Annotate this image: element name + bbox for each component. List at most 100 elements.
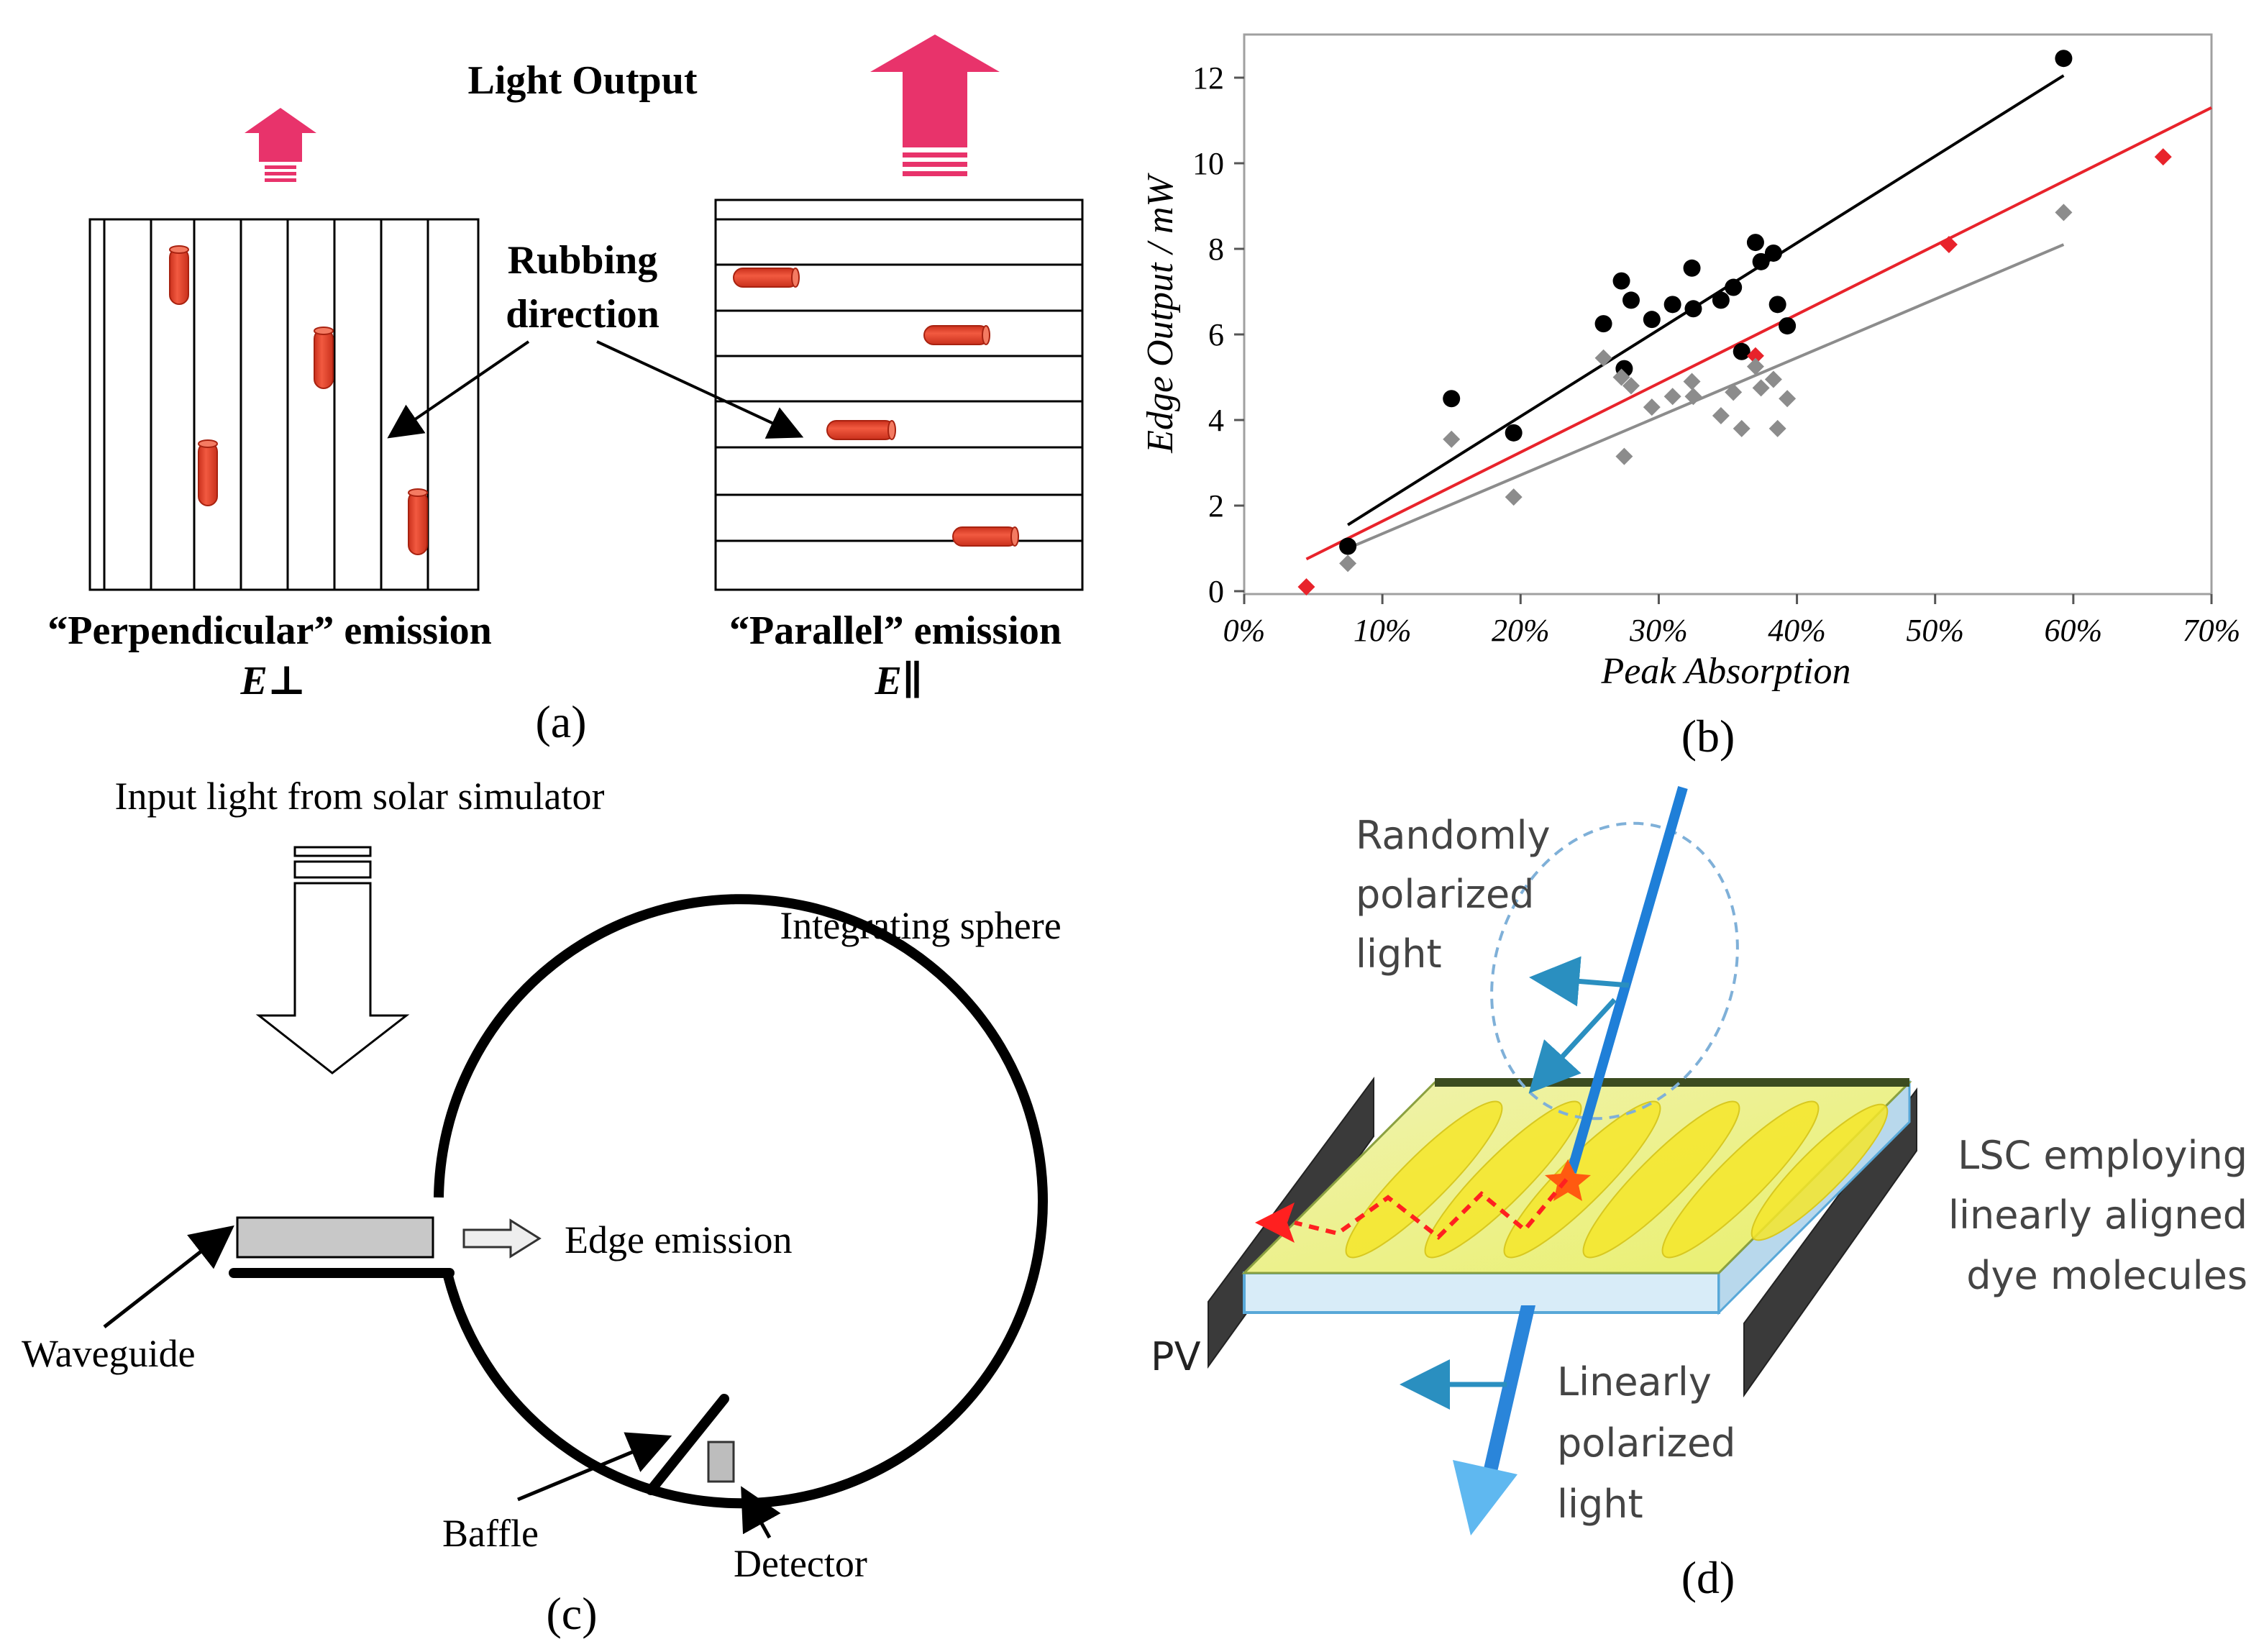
x-tick-label: 70% — [2183, 613, 2241, 648]
data-point — [1725, 383, 1743, 401]
small-output-arrow-icon — [245, 108, 316, 182]
y-axis-label: Edge Output / mW — [1140, 173, 1181, 454]
data-point — [1622, 377, 1640, 395]
random-polarization-ellipse — [1490, 821, 1739, 1121]
data-point — [1746, 234, 1764, 252]
data-point — [1940, 236, 1958, 254]
data-point — [1746, 347, 1764, 365]
fit-line — [1347, 74, 2065, 526]
data-point — [2055, 50, 2073, 68]
caption-c: (c) — [546, 1588, 597, 1639]
caption-a: (a) — [535, 696, 586, 747]
data-point — [1297, 578, 1315, 596]
dye-molecule — [408, 488, 428, 555]
detector-pointer — [741, 1486, 781, 1539]
polarization-arrow-2 — [1528, 998, 1617, 1094]
y-tick-label: 6 — [1208, 317, 1224, 352]
parallel-cell — [714, 198, 1084, 591]
random-light-line1: Randomly — [1356, 813, 1551, 858]
rubbing-arrow-right — [596, 340, 804, 439]
data-point — [1339, 555, 1357, 572]
y-tick-label: 0 — [1208, 574, 1224, 609]
x-tick-label: 0% — [1223, 613, 1266, 648]
large-output-arrow-icon — [870, 35, 1000, 176]
edge-emission-label: Edge emission — [565, 1218, 792, 1261]
data-point — [1779, 317, 1797, 335]
y-tick-label: 8 — [1208, 232, 1224, 267]
emission-arrowhead-icon — [1255, 1203, 1295, 1243]
transmitted-beam-arrowhead-icon — [1453, 1460, 1517, 1535]
detector-label: Detector — [734, 1542, 867, 1585]
random-light-line3: light — [1356, 931, 1442, 977]
panel-a: Light Output — [47, 35, 1084, 747]
data-point — [1443, 390, 1461, 408]
data-point — [1764, 244, 1782, 262]
data-point — [1684, 300, 1702, 318]
lsc-line2: linearly aligned — [1948, 1192, 2247, 1238]
data-point — [1683, 373, 1701, 391]
dye-molecule — [923, 325, 990, 345]
linear-light-line2: polarized — [1557, 1420, 1735, 1466]
waveguide-pointer — [103, 1225, 234, 1328]
perpendicular-symbol: E⊥ — [239, 659, 306, 703]
panel-d: Randomly polarized light LSC employing l… — [1151, 786, 2247, 1603]
plot-frame — [1243, 33, 2213, 595]
linear-light-line3: light — [1557, 1482, 1643, 1527]
data-point — [1505, 488, 1523, 506]
data-point — [1683, 259, 1701, 277]
dye-molecule — [314, 327, 334, 389]
y-tick-label: 2 — [1208, 488, 1224, 524]
waveguide-label: Waveguide — [22, 1332, 196, 1375]
x-tick-label: 50% — [1906, 613, 1964, 648]
pv-label: PV — [1151, 1334, 1201, 1379]
fit-line — [1347, 243, 2065, 550]
x-tick-label: 60% — [2045, 613, 2103, 648]
parallel-emission-label: “Parallel” emission — [729, 608, 1062, 653]
lsc-line1: LSC employing — [1958, 1133, 2247, 1178]
transmitted-beam — [1482, 1305, 1535, 1478]
polarization-arrow-1 — [1529, 956, 1630, 1007]
incident-beam — [1566, 786, 1688, 1174]
data-point — [1712, 407, 1730, 425]
linear-light-line1: Linearly — [1557, 1359, 1712, 1405]
dye-molecule — [198, 439, 218, 506]
y-tick-label: 4 — [1208, 403, 1224, 438]
baffle-pointer — [517, 1432, 672, 1502]
x-tick-label: 20% — [1492, 613, 1550, 648]
rubbing-arrow-left — [387, 340, 530, 439]
data-point — [1746, 357, 1764, 375]
parallel-symbol: E∥ — [875, 659, 923, 703]
data-point — [1752, 252, 1770, 270]
input-light-label: Input light from solar simulator — [115, 775, 605, 818]
light-output-title: Light Output — [468, 58, 698, 103]
random-light-line2: polarized — [1356, 872, 1534, 917]
lsc-line3: dye molecules — [1966, 1253, 2247, 1298]
x-axis-label: Peak Absorption — [1600, 651, 1850, 692]
data-point — [1779, 390, 1797, 408]
data-point — [1612, 272, 1630, 290]
data-point — [1505, 424, 1523, 442]
waveguided-emission-path — [1294, 1178, 1569, 1241]
data-point — [2055, 204, 2073, 222]
rubbing-label-line1: Rubbing — [508, 238, 658, 283]
fit-line — [1305, 106, 2212, 561]
y-tick-label: 12 — [1192, 60, 1224, 96]
caption-d: (d) — [1681, 1552, 1735, 1603]
data-point — [1643, 311, 1661, 329]
data-point — [1594, 349, 1612, 367]
dye-molecule — [733, 268, 800, 288]
dye-molecule — [952, 526, 1019, 547]
data-point — [1725, 278, 1743, 296]
data-point — [1684, 388, 1702, 406]
data-point — [1663, 388, 1681, 406]
data-point — [1339, 537, 1357, 555]
perpendicular-emission-label: “Perpendicular” emission — [47, 608, 492, 653]
data-point — [1615, 447, 1633, 465]
x-tick-label: 40% — [1768, 613, 1826, 648]
data-point — [1663, 296, 1681, 314]
x-tick-label: 30% — [1629, 613, 1688, 648]
data-point — [1768, 296, 1786, 314]
data-point — [2154, 148, 2172, 166]
